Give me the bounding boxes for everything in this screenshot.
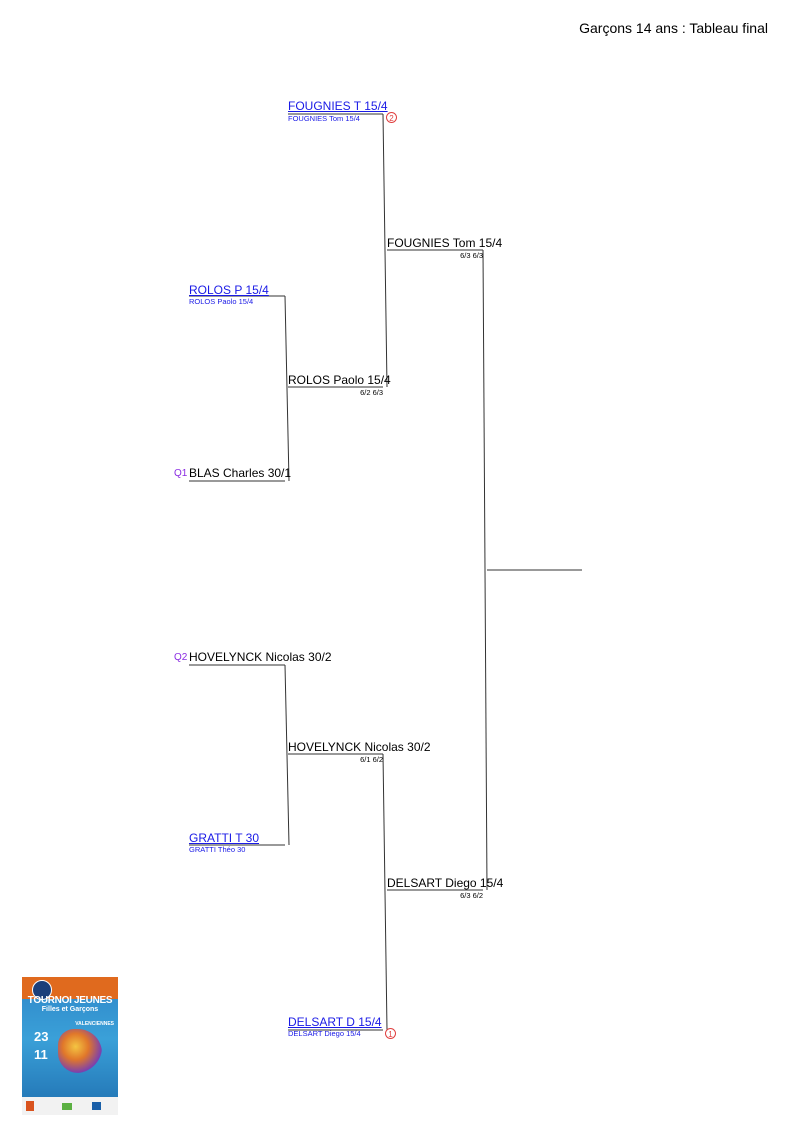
sponsor-logo-icon: [26, 1101, 34, 1111]
match-score-delsart-hovelynck: 6/3 6/2: [460, 891, 483, 900]
connector-hovelynck-gratti: [284, 664, 290, 846]
poster-end-day: 11: [34, 1047, 48, 1062]
player-link-rolos[interactable]: ROLOS P 15/4: [189, 283, 269, 297]
player-link-gratti[interactable]: GRATTI T 30: [189, 831, 260, 845]
connector-fougnies-rolos: [382, 113, 388, 388]
seed-badge-delsart: 1: [385, 1028, 396, 1039]
match-score-hovelynck-gratti: 6/1 6/2: [360, 755, 383, 764]
player-fullname-delsart: DELSART Diego 15/4: [288, 1029, 361, 1038]
winner-name-delsart: DELSART Diego 15/4: [387, 876, 504, 890]
seed-badge-fougnies: 2: [386, 112, 397, 123]
player-link-delsart[interactable]: DELSART D 15/4: [288, 1015, 382, 1029]
poster-subtitle: Filles et Garçons: [41, 1006, 99, 1013]
player-name-hovelynck: HOVELYNCK Nicolas 30/2: [189, 650, 332, 664]
winner-name-fougnies: FOUGNIES Tom 15/4: [387, 236, 503, 250]
connector-hovelynck-delsart: [382, 753, 388, 1031]
poster-city: VALENCIENNES: [75, 1021, 114, 1027]
match-score-rolos-blas: 6/2 6/3: [360, 388, 383, 397]
qualifier-badge-q2: Q2: [174, 652, 188, 663]
connector-rolos-blas: [284, 295, 290, 482]
tennis-player-illustration: [58, 1029, 102, 1073]
winner-name-hovelynck: HOVELYNCK Nicolas 30/2: [288, 740, 431, 754]
qualifier-badge-q1: Q1: [174, 468, 188, 479]
tournament-poster-thumbnail[interactable]: TOURNOI JEUNES Filles et Garçons VALENCI…: [22, 977, 118, 1115]
player-fullname-rolos: ROLOS Paolo 15/4: [189, 297, 254, 306]
sponsor-logo-icon: [92, 1102, 101, 1110]
page-title: Garçons 14 ans : Tableau final: [579, 20, 768, 36]
poster-title: TOURNOI JEUNES: [27, 995, 113, 1006]
player-name-blas: BLAS Charles 30/1: [189, 466, 292, 480]
player-fullname-fougnies: FOUGNIES Tom 15/4: [288, 114, 360, 123]
player-fullname-gratti: GRATTI Théo 30: [189, 845, 246, 854]
sponsor-strip: [22, 1097, 118, 1115]
player-link-fougnies[interactable]: FOUGNIES T 15/4: [288, 99, 388, 113]
poster-start-day: 23: [34, 1029, 49, 1044]
match-score-fougnies-rolos: 6/3 6/3: [460, 251, 483, 260]
club-logo-icon: [32, 980, 52, 1000]
winner-name-rolos: ROLOS Paolo 15/4: [288, 373, 391, 387]
connector-final: [482, 249, 488, 891]
sponsor-logo-icon: [62, 1103, 72, 1110]
